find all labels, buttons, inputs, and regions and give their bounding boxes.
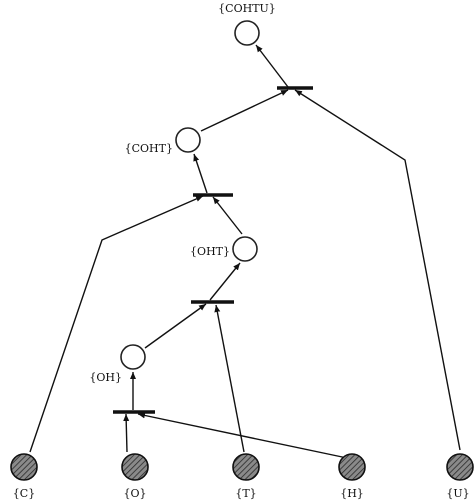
arc-t-cohtu-to-cohtu [255,44,289,88]
arc-oh-to-t-oht [144,303,207,349]
label-o: {O} [123,487,146,500]
arc-oht-to-t-coht [212,196,243,235]
place-c [10,453,38,481]
label-h: {H} [340,487,364,500]
arc-o-to-t-oh [123,413,130,453]
place-h [338,453,366,481]
arc-h-to-t-oh [137,412,348,459]
label-c: {C} [13,487,35,500]
place-oht [232,236,258,262]
arc-coht-to-t-cohtu [200,89,289,132]
label-coht: {COHT} [125,142,173,155]
arc-t-coht-to-coht [193,153,208,194]
place-coht [175,127,201,153]
place-o [121,453,149,481]
label-t: {T} [235,487,256,500]
place-cohtu [234,20,260,46]
arc-t-oht-to-oht [209,262,241,301]
label-u: {U} [446,487,469,500]
arc-u-to-t-cohtu [294,89,461,451]
place-oh [120,344,146,370]
label-oh: {OH} [89,371,122,384]
arc-c-to-t-coht [29,195,204,453]
label-oht: {OHT} [190,245,230,258]
label-cohtu: {COHTU} [218,2,276,15]
place-t [232,453,260,481]
place-u [446,453,474,481]
arc-t-to-t-oht [214,304,245,453]
